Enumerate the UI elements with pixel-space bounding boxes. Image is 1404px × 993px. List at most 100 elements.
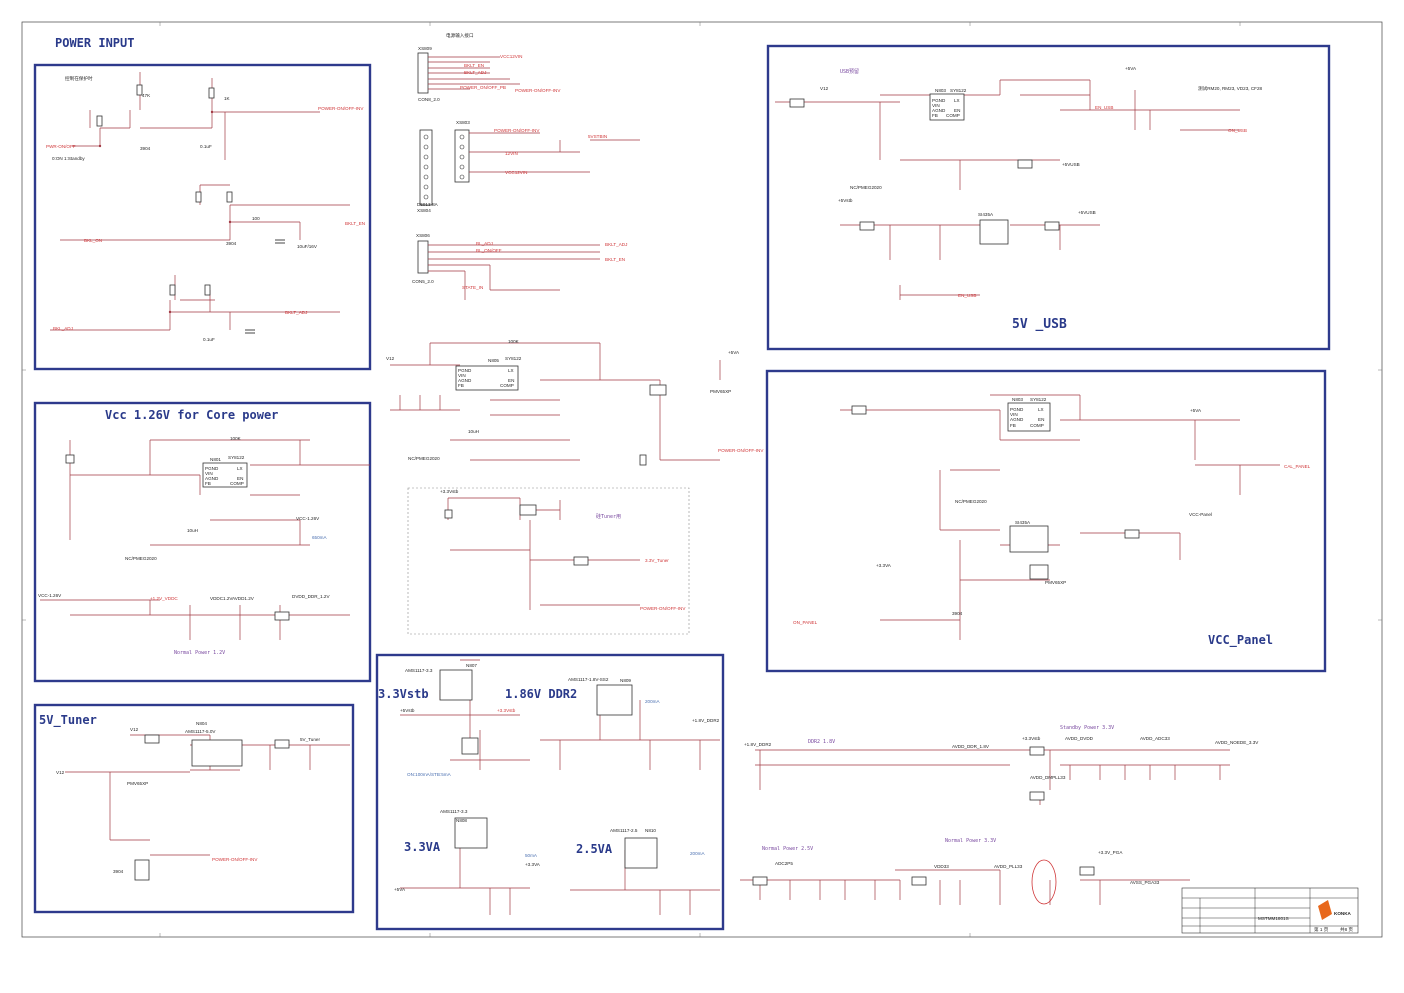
label-q3904-t: 3904 [113, 869, 124, 874]
label-sy8122-core: SY8122 [228, 455, 245, 460]
pin-agnd-c: AGND [458, 378, 472, 383]
label-v12-center: V12 [386, 356, 395, 361]
net-power-onoff-inv-4: POWER-ON/OFF-INV [640, 606, 686, 611]
pin-fb-c: FB [458, 383, 464, 388]
label-5va-ldo: +5VA [394, 887, 406, 892]
pin-pgnd-u: PGND [932, 98, 946, 103]
pin-comp-u: COMP [946, 113, 960, 118]
label-xs806: XS806 [416, 233, 430, 238]
label-l10uh-k: 10uH [187, 528, 198, 533]
label-adc2p5: ADC2P5 [775, 861, 793, 866]
net-3v3-tuner: 3.3V_Tuner [645, 558, 669, 563]
frame-ticks [22, 22, 1382, 937]
label-5va-panel: +5VA [1190, 408, 1202, 413]
net-bl-adj: BL_ADJ [476, 241, 493, 246]
label-note-ma: ON:100mA/STB:5mA [407, 772, 452, 777]
va-33-title: 3.3VA [404, 840, 441, 854]
label-v5-tuner-net: 5V_Tuner [300, 737, 320, 742]
label-pmv65xp-c: PMV65XP [710, 389, 731, 394]
ldo-box [375, 653, 725, 931]
net-pwr-onoff: PWR-ON/OFF [46, 144, 76, 149]
net-en-usb-2: EN_USB [958, 293, 976, 298]
label-vdd33: VDD33 [934, 864, 949, 869]
pin-comp-c: COMP [500, 383, 514, 388]
label-si435a-u: SI435A [978, 212, 994, 217]
pin-pgnd-p: PGND [1010, 407, 1024, 412]
label-avdd-pll33: AVDD_PLL33 [994, 864, 1023, 869]
label-avss-pga: AVSS_PGA33 [1130, 880, 1160, 885]
label-n804: N804 [196, 721, 207, 726]
pin-pgnd-k: PGND [205, 466, 219, 471]
label-usb-desc: 测试RM20, RM23, VD23, CF28 [1198, 85, 1263, 92]
net-bklt-adj-3: BKLT_ADJ [605, 242, 627, 247]
pin-fb-k: FB [205, 481, 211, 486]
net-bklt-en-2: BKLT_EN [464, 63, 484, 68]
label-avdd-adc33: AVDD_ADC33 [1140, 736, 1170, 741]
net-state-in: STATE_IN [462, 285, 483, 290]
label-vd801: NC/PMEG2020 [125, 556, 157, 561]
title-total: 共8 页 [1340, 926, 1353, 933]
pin-pgnd-c: PGND [458, 368, 472, 373]
net-bkl-adj: BKL_ADJ [53, 326, 73, 331]
label-33va-panel: +3.3VA [876, 563, 892, 568]
label-usb-reserve: USB预留 [840, 68, 859, 75]
stb-33-title: 3.3Vstb [378, 687, 429, 701]
label-5va-c: +5VA [728, 350, 740, 355]
label-ams1117-33-a: AMS1117-3.3 [405, 668, 433, 673]
label-v12-usb: V12 [820, 86, 829, 91]
label-n807: N807 [466, 663, 477, 668]
net-on-panel: ON_PANEL [793, 620, 818, 625]
pin-agnd-p: AGND [1010, 417, 1024, 422]
label-normal-25: Normal Power 2.5V [762, 846, 813, 852]
title-model: MSTMM1801S [1258, 916, 1289, 921]
pin-agnd-k: AGND [205, 476, 219, 481]
label-con8: CON8_2.0 [418, 97, 440, 102]
label-650ma: 650mA [312, 535, 327, 540]
panel-title: VCC_Panel [1208, 633, 1273, 648]
net-bkl-on: BKL_ON [84, 238, 102, 243]
label-d5913: D5913-8A [417, 202, 439, 207]
label-vd804: NC/PMEG2020 [408, 456, 440, 461]
net-en-usb: EN_USB [1095, 105, 1113, 110]
panel-box [765, 369, 1327, 673]
label-normal-power-12: Normal Power 1.2V [174, 650, 225, 656]
pin-lx-p: LX [1038, 407, 1044, 412]
tuner-5v-title: 5V_Tuner [39, 713, 97, 728]
net-power-onoff-inv-3: POWER-ON/OFF-INV [718, 448, 764, 453]
label-usb5v-1: +5VUSB [1062, 162, 1080, 167]
label-sy8122-center: SY8122 [505, 356, 522, 361]
net-on-usb: ON_USB [1228, 128, 1247, 133]
label-ddr2-18: DDR2 1.8V [808, 739, 835, 745]
pin-fb-u: FB [932, 113, 938, 118]
label-33vstb-b: +3.3Vstb [1022, 736, 1041, 741]
label-50ma: 50mA [525, 853, 538, 858]
vcc-core-box [33, 401, 372, 683]
label-ams1117-33-b: AMS1117-3.3 [440, 809, 468, 814]
label-n810: N810 [645, 828, 656, 833]
tuner-5v-circuit [65, 734, 350, 881]
label-standby-33: Standby Power 3.3V [1060, 725, 1114, 731]
bottom-rails: DDR2 1.8V Standby Power 3.3V Normal Powe… [740, 725, 1259, 905]
label-sy8122-panel: SY8122 [1030, 397, 1047, 402]
net-bklt-en-1: BKLT_EN [345, 221, 365, 226]
label-q3904-a: 3904 [140, 146, 151, 151]
label-vcc-panel-net: VCC-Panel [1189, 512, 1212, 517]
power-input-box [33, 63, 372, 371]
pin-vin-k: VIN [205, 471, 213, 476]
label-33va-ldo: +3.3VA [525, 862, 541, 867]
label-usb5v-2: +5VUSB [1078, 210, 1096, 215]
label-33v-pga: +3.3V_PGA [1098, 850, 1123, 855]
ddr2-186-title: 1.86V DDR2 [505, 687, 577, 701]
title-block: KONKA MSTMM1801S 第 1 页 共8 页 [1181, 887, 1359, 934]
label-c01uf-b: 0.1uF [203, 337, 215, 342]
pin-vin-c: VIN [458, 373, 466, 378]
label-n801: N801 [210, 457, 221, 462]
label-5vstb-usb: +5Vstb [838, 198, 853, 203]
label-pmv65xp-t: PMV65XP [127, 781, 148, 786]
power-input-title: POWER INPUT [55, 36, 134, 50]
label-avdd-ddr: AVDD_DDR_1.8V [952, 744, 990, 749]
sheet-frame [21, 21, 1383, 938]
label-xs803: XS803 [456, 120, 470, 125]
label-v12-t2: V12 [56, 770, 65, 775]
net-power-onoff-pb: POWER_ON/OFF_PB [460, 85, 506, 90]
